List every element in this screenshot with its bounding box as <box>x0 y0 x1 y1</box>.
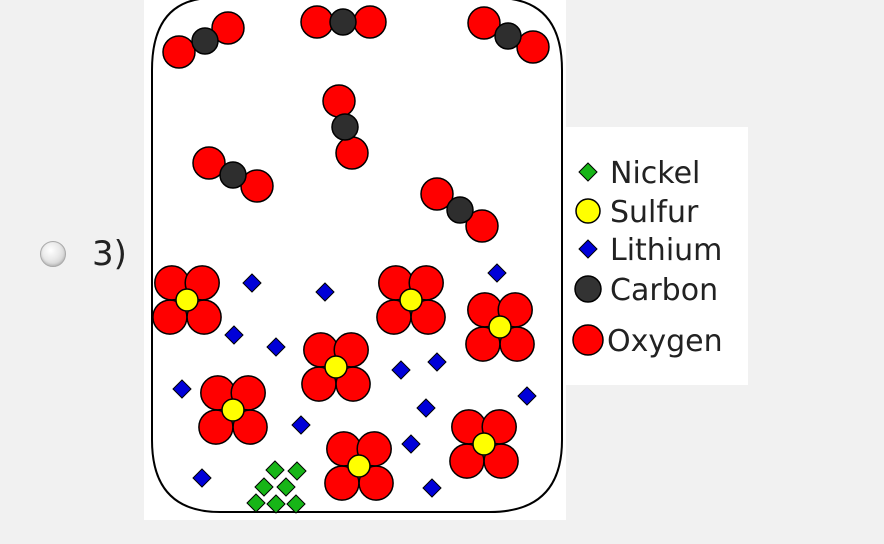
oxygen-atom <box>232 409 268 445</box>
co2-molecule <box>162 11 245 69</box>
sulfur-atom <box>399 288 423 312</box>
lithium-atom <box>391 360 411 380</box>
sulfate-group <box>449 409 519 479</box>
legend-item-carbon: Carbon <box>574 273 718 308</box>
nickel-atom <box>276 477 296 497</box>
co2-molecule <box>420 177 499 243</box>
legend-label: Sulfur <box>610 195 699 230</box>
legend-label: Lithium <box>610 233 722 268</box>
lithium-atom <box>291 415 311 435</box>
sulfur-atom <box>472 432 496 456</box>
oxygen-atom <box>499 326 535 362</box>
carbon-atom <box>494 22 522 50</box>
lithium-atom <box>242 273 262 293</box>
oxygen-atom <box>467 6 501 40</box>
lithium-atom <box>315 282 335 302</box>
carbon-atom <box>329 8 357 36</box>
sulfate-group <box>324 431 394 501</box>
legend-item-sulfur: Sulfur <box>575 195 699 230</box>
nickel-cluster <box>246 460 307 514</box>
co2-molecule <box>322 84 369 170</box>
sulfate-group <box>301 332 371 402</box>
carbon-atom <box>191 27 219 55</box>
legend-item-nickel: Nickel <box>578 156 700 191</box>
oxygen-atom <box>162 35 196 69</box>
answer-radio-button[interactable] <box>40 241 66 267</box>
co2-molecule <box>300 5 387 39</box>
oxygen-atom <box>358 465 394 501</box>
oxygen-atom <box>353 5 387 39</box>
carbon-legend-icon <box>574 275 602 303</box>
oxygen-atom <box>186 299 222 335</box>
nickel-atom <box>286 494 306 514</box>
sulfur-atom <box>324 355 348 379</box>
lithium-atom <box>172 379 192 399</box>
oxygen-atom <box>335 136 369 170</box>
carbon-atom <box>446 196 474 224</box>
lithium-atom <box>224 325 244 345</box>
sulfate-group <box>198 375 268 445</box>
lithium-atom <box>416 398 436 418</box>
sulfate-group <box>152 265 222 335</box>
lithium-atom <box>192 468 212 488</box>
nickel-atom <box>246 493 266 513</box>
oxygen-atom <box>322 84 356 118</box>
molecules-group <box>152 5 550 514</box>
nickel-atom <box>265 460 285 480</box>
sulfur-atom <box>221 398 245 422</box>
oxygen-atom <box>211 11 245 45</box>
lithium-atom <box>266 337 286 357</box>
carbon-atom <box>219 161 247 189</box>
legend-item-lithium: Lithium <box>578 233 722 268</box>
legend-label: Carbon <box>610 273 718 308</box>
lithium-atom <box>401 434 421 454</box>
oxygen-atom <box>516 30 550 64</box>
sulfate-group <box>376 265 446 335</box>
option-label: 3) <box>92 234 127 274</box>
legend-label: Nickel <box>610 156 700 191</box>
oxygen-atom <box>483 443 519 479</box>
sulfur-atom <box>347 454 371 478</box>
oxygen-atom <box>192 146 226 180</box>
nickel-atom <box>254 477 274 497</box>
oxygen-atom <box>335 366 371 402</box>
sulfur-atom <box>175 288 199 312</box>
oxygen-atom <box>420 177 454 211</box>
co2-molecule <box>192 146 274 203</box>
carbon-atom <box>331 113 359 141</box>
oxygen-legend-icon <box>572 324 604 356</box>
lithium-atom <box>517 386 537 406</box>
oxygen-atom <box>410 299 446 335</box>
lithium-atom <box>422 478 442 498</box>
legend-label: Oxygen <box>607 324 723 359</box>
oxygen-atom <box>300 5 334 39</box>
lithium-atom <box>487 263 507 283</box>
nickel-atom <box>266 494 286 514</box>
legend-item-oxygen: Oxygen <box>572 324 723 359</box>
container-outline <box>151 0 563 513</box>
sulfur-legend-icon <box>575 198 601 224</box>
sulfate-group <box>465 292 535 362</box>
nickel-legend-icon <box>578 162 598 182</box>
lithium-legend-icon <box>578 239 598 259</box>
nickel-atom <box>287 461 307 481</box>
oxygen-atom <box>465 209 499 243</box>
co2-molecule <box>467 6 550 64</box>
sulfur-atom <box>488 315 512 339</box>
lithium-atom <box>427 352 447 372</box>
